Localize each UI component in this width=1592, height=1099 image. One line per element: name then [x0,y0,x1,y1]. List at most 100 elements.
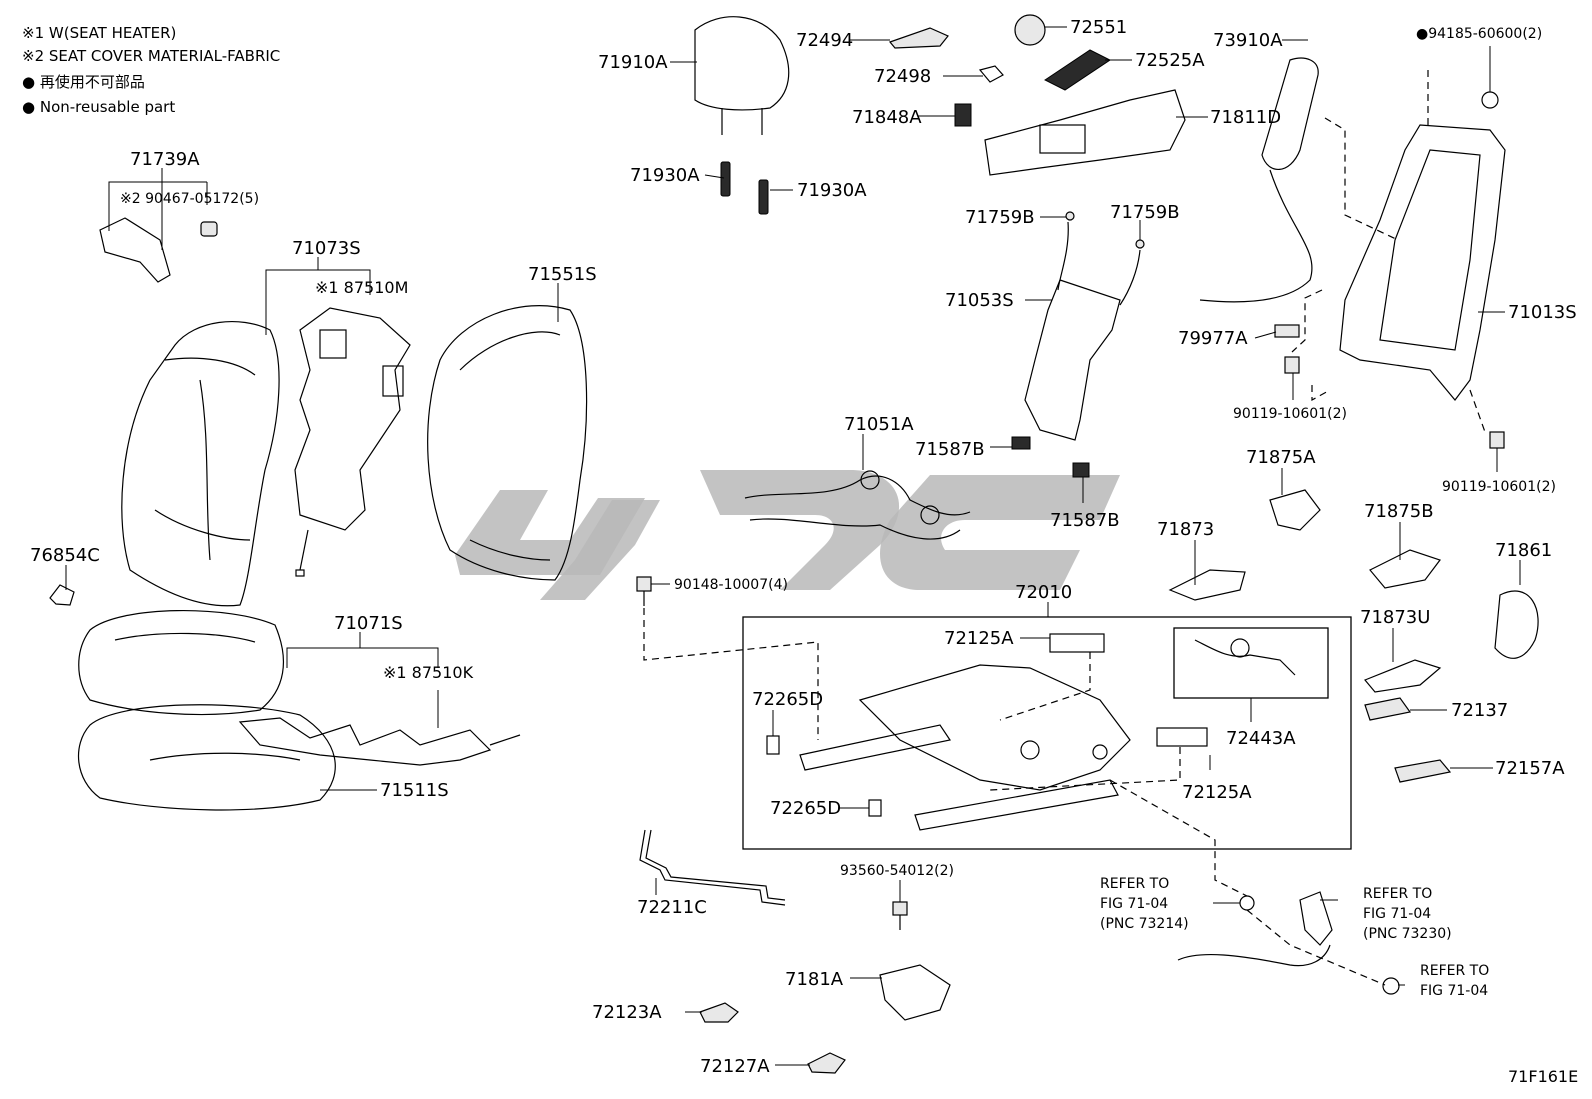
part-87510M-drawing [294,307,411,577]
part-seatback-cover-drawing [121,320,280,607]
part-72443A-drawing [1194,638,1296,676]
part-71873U-drawing [1364,659,1442,693]
refer-3-line2: FIG 71-04 [1420,983,1488,999]
part-labels: 71739A ※2 90467-05172(5) 71073S ※1 87510… [30,17,1578,1086]
part-72127A-drawing [807,1052,846,1074]
part-93560-drawing [892,901,908,930]
part-71739A-drawing [99,217,218,283]
refer-3-line1: REFER TO [1420,963,1489,979]
label-71073S: 71073S [292,238,361,259]
part-72010-group-box [742,616,1352,850]
label-76854C: 76854C [30,545,100,566]
label-72123A: 72123A [592,1002,662,1023]
note-seat-heater: ※1 W(SEAT HEATER) [22,24,176,42]
part-90148-drawing [636,576,652,606]
label-71811D: 71811D [1210,107,1281,128]
part-71811D-drawing [984,89,1186,176]
label-7181A: 7181A [785,969,844,990]
refer-2-line3: (PNC 73230) [1363,926,1452,942]
leader-lines [65,26,1521,1066]
label-72125A-top: 72125A [944,628,1014,649]
part-94185-drawing [1481,91,1499,109]
part-71053S-drawing [1024,211,1145,441]
label-72137: 72137 [1451,700,1508,721]
label-71873U: 71873U [1360,607,1430,628]
part-72157A-drawing [1394,759,1452,783]
part-72123A-drawing [699,1002,739,1023]
label-71759B-left: 71759B [965,207,1035,228]
part-71551S-drawing [427,305,588,581]
part-71873-drawing [1168,569,1246,601]
part-71013S-drawing [1339,124,1506,401]
part-72211C-drawing [639,829,786,906]
label-71930A-right: 71930A [797,180,867,201]
label-87510M: ※1 87510M [315,278,408,297]
label-90467-05172: ※2 90467-05172(5) [120,191,259,207]
label-79977A: 79977A [1178,328,1248,349]
label-72265D-top: 72265D [752,689,823,710]
refer-1-line3: (PNC 73214) [1100,916,1189,932]
label-72157A: 72157A [1495,758,1565,779]
part-bolts-drawing [1284,356,1505,449]
refer-1-line1: REFER TO [1100,876,1169,892]
part-71071S-drawing [78,609,285,716]
refer-2-line2: FIG 71-04 [1363,906,1431,922]
label-90119-10601-left: 90119-10601(2) [1233,406,1347,422]
part-73910A-drawing [1199,57,1319,303]
label-71587B-left: 71587B [915,439,985,460]
watermark-logo [455,470,1120,600]
part-71051A-drawing [744,470,971,540]
label-72211C: 72211C [637,897,707,918]
label-72010: 72010 [1015,582,1072,603]
label-90148-10007: 90148-10007(4) [674,577,788,593]
label-72551: 72551 [1070,17,1127,38]
part-71910A-drawing [694,16,790,135]
note-non-reusable-en: ● Non-reusable part [22,98,175,116]
label-71848A: 71848A [852,107,922,128]
refer-2-line1: REFER TO [1363,886,1432,902]
part-87510K-drawing [238,717,521,766]
label-94185-60600: ●94185-60600(2) [1416,26,1542,42]
label-90119-10601-right: 90119-10601(2) [1442,479,1556,495]
label-73910A: 73910A [1213,30,1283,51]
label-71861: 71861 [1495,540,1552,561]
part-72551-drawing [1014,14,1046,46]
label-72127A: 72127A [700,1056,770,1077]
refer-1-line2: FIG 71-04 [1100,896,1168,912]
part-72525A-drawing [1044,49,1111,91]
part-72498-drawing [978,65,1004,83]
label-71071S: 71071S [334,613,403,634]
part-71861-drawing [1494,590,1539,659]
part-72125A-drawing [1049,633,1208,747]
part-71930A-drawing [720,161,769,215]
label-72443A: 72443A [1226,728,1296,749]
label-71051A: 71051A [844,414,914,435]
part-7181A-drawing [879,964,951,1021]
label-71739A: 71739A [130,149,200,170]
label-71587B-right: 71587B [1050,510,1120,531]
note-non-reusable-jp: ● 再使用不可部品 [22,73,145,91]
label-71053S: 71053S [945,290,1014,311]
part-71875A-drawing [1269,489,1321,531]
note-seat-cover: ※2 SEAT COVER MATERIAL-FABRIC [22,47,280,65]
label-71910A: 71910A [598,52,668,73]
part-79977A-drawing [1274,324,1300,338]
part-72137-drawing [1364,697,1412,721]
figure-code: 71F161E [1508,1067,1578,1086]
label-71875A: 71875A [1246,447,1316,468]
dashed-lines [643,70,1486,986]
label-87510K: ※1 87510K [383,663,474,682]
label-72265D-bottom: 72265D [770,798,841,819]
part-72494-drawing [888,27,949,49]
notes-block: ※1 W(SEAT HEATER) ※2 SEAT COVER MATERIAL… [22,24,280,116]
label-71930A-left: 71930A [630,165,700,186]
label-71875B: 71875B [1364,501,1434,522]
part-71587B-drawing [1011,436,1090,478]
part-71848A-drawing [954,103,972,127]
part-71875B-drawing [1369,549,1441,589]
label-72494: 72494 [796,30,853,51]
label-71013S: 71013S [1508,302,1577,323]
label-72498: 72498 [874,66,931,87]
